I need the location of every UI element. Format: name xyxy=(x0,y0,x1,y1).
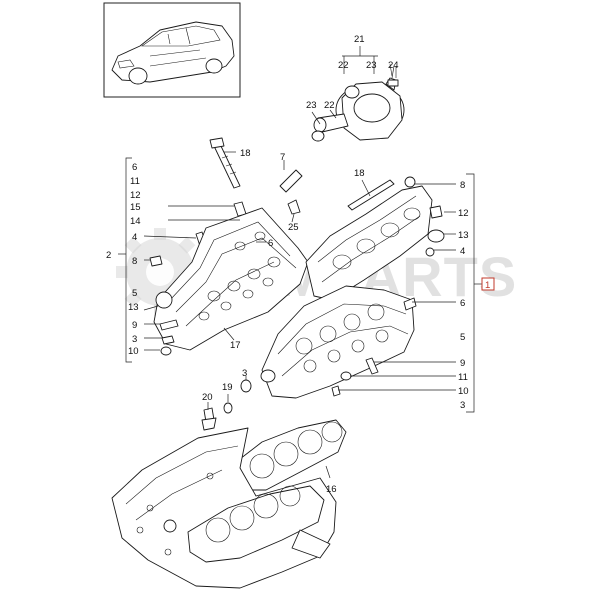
callout-10-right: 10 xyxy=(458,386,469,397)
callout-6-left: 6 xyxy=(132,162,137,173)
callout-4-left: 4 xyxy=(132,232,137,243)
callout-12-right: 12 xyxy=(458,208,469,219)
head-gasket-part xyxy=(235,419,347,491)
callout-17: 17 xyxy=(230,340,241,351)
callout-18-right: 18 xyxy=(354,168,365,179)
callout-22-lower: 22 xyxy=(324,100,335,111)
callout-21: 21 xyxy=(354,34,365,45)
right-cylinder-head-part xyxy=(260,285,417,399)
callout-14: 14 xyxy=(130,216,141,227)
callout-6-middle: 6 xyxy=(268,238,273,249)
callout-8-right: 8 xyxy=(460,180,465,191)
callout-11-left: 11 xyxy=(130,176,140,187)
callout-1: 1 xyxy=(485,280,490,291)
long-bolt-part xyxy=(209,137,241,189)
sensor-and-seals-parts xyxy=(201,379,252,431)
engine-block-part xyxy=(111,427,337,589)
callout-11-right: 11 xyxy=(458,372,468,383)
vacuum-pump-part xyxy=(311,46,405,142)
callout-13-right: 13 xyxy=(458,230,469,241)
callout-4-right: 4 xyxy=(460,246,465,257)
callout-3-left: 3 xyxy=(132,334,137,345)
callout-7: 7 xyxy=(280,152,285,163)
callout-13-left: 13 xyxy=(128,302,139,313)
callout-22: 22 xyxy=(338,60,349,71)
callout-16: 16 xyxy=(326,484,337,495)
bracket-group-1 xyxy=(466,173,495,413)
left-cylinder-head-cover-part xyxy=(153,207,309,356)
callout-10-left: 10 xyxy=(128,346,139,357)
callout-15: 15 xyxy=(130,202,141,213)
vehicle-thumbnail xyxy=(103,2,241,98)
callout-23-lower: 23 xyxy=(306,100,317,111)
bracket-group-2 xyxy=(118,157,132,363)
callout-25: 25 xyxy=(288,222,299,233)
right-camshaft-housing-part xyxy=(305,176,445,301)
callout-2: 2 xyxy=(106,250,111,261)
callout-24: 24 xyxy=(388,60,399,71)
leader-lines xyxy=(143,65,456,479)
callout-5-right: 5 xyxy=(460,332,465,343)
callout-6-right: 6 xyxy=(460,298,465,309)
callout-9-right: 9 xyxy=(460,358,465,369)
callout-9-left: 9 xyxy=(132,320,137,331)
callout-23: 23 xyxy=(366,60,377,71)
callout-19: 19 xyxy=(222,382,233,393)
callout-labels: 21 22 23 24 23 22 18 7 6 11 12 15 14 4 2… xyxy=(106,34,490,495)
callout-5-left: 5 xyxy=(132,288,137,299)
callout-3-middle: 3 xyxy=(242,368,247,379)
callout-8-left: 8 xyxy=(132,256,137,267)
callout-3-right: 3 xyxy=(460,400,465,411)
car-icon xyxy=(111,21,235,85)
gasket-strip-part xyxy=(279,169,303,193)
callout-18-left: 18 xyxy=(240,148,251,159)
callout-20: 20 xyxy=(202,392,213,403)
callout-12-left: 12 xyxy=(130,190,141,201)
